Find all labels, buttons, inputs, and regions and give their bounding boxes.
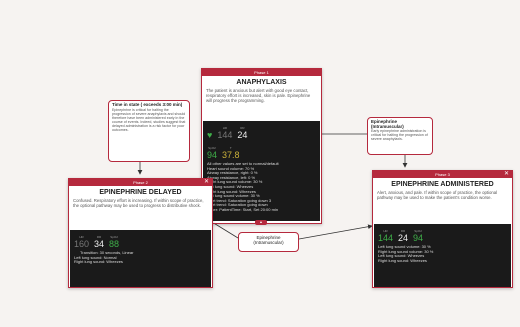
node-settings-list: Left lung sound volume: 30 % Right lung … <box>374 244 511 265</box>
note-epinephrine-im[interactable]: Epinephrine (Intramuscular) Early epinep… <box>367 117 433 155</box>
setting-line: Airway resistance, left: 0 % <box>207 174 256 180</box>
phase-label: Phase 3✕ <box>373 171 512 178</box>
note-title: Time in state ( exceeds 3:00 min) <box>112 102 183 107</box>
node-title: ANAPHYLAXIS <box>236 79 287 86</box>
node-description: The patient is anxious but alert with go… <box>206 88 311 103</box>
setting-line: Heart sound volume: 70 % <box>207 165 255 171</box>
setting-line: Left lung sound: Wheezes <box>207 183 254 189</box>
arrow-delayed-to-pill <box>211 221 239 239</box>
setting-line: Airway resistance, right: 0 % <box>207 170 258 176</box>
vital-heart-icon: ♥ <box>207 130 213 140</box>
setting-line: Left lung sound: Normal <box>74 254 117 260</box>
setting-line: All other values are set to normal/defau… <box>207 161 279 166</box>
setting-line: Left lung sound volume: 30 % <box>378 244 431 249</box>
close-icon[interactable]: ✕ <box>203 179 209 185</box>
phase-anaphylaxis-node[interactable]: Phase 1 ANAPHYLAXIS The patient is anxio… <box>201 68 322 224</box>
phase-epinephrine-administered-node[interactable]: Phase 3✕ EPINEPHRINE ADMINISTERED Alert,… <box>372 170 513 288</box>
node-description: Alert, anxious, and pale. If within scop… <box>377 190 498 200</box>
arrow-pill-to-administered <box>298 224 373 240</box>
setting-line: Left lung sound: Wheezes <box>378 253 425 259</box>
note-time-in-state[interactable]: Time in state ( exceeds 3:00 min) Epinep… <box>108 100 190 162</box>
node-settings-list: All other values are set to normal/defau… <box>203 161 320 215</box>
node-description: Confused. Respiratory effort is increasi… <box>73 198 204 208</box>
transition-label: Epinephrine (Intramuscular) <box>253 235 284 245</box>
setting-line: Left lung sound volume: 30 % <box>207 193 260 199</box>
note-body: Early epinephrine administration is crit… <box>371 129 428 142</box>
note-title: Epinephrine (Intramuscular) <box>371 119 404 129</box>
collapse-toggle-button[interactable]: ▲ <box>255 220 267 225</box>
phase-label: Phase 1 <box>202 69 321 76</box>
phase-epinephrine-delayed-node[interactable]: Phase 2✕ EPINEPHRINE DELAYED Confused. R… <box>68 178 213 288</box>
setting-line: Transition: 30 seconds, Linear <box>80 250 134 255</box>
setting-line: Right lung sound volume: 30 % <box>207 179 263 185</box>
setting-line: Right lung sound: Wheezes <box>207 188 256 194</box>
transition-epinephrine-im[interactable]: Epinephrine (Intramuscular) <box>238 232 299 252</box>
close-icon[interactable]: ✕ <box>503 171 509 177</box>
setting-line: Right lung sound volume: 30 % <box>378 248 434 254</box>
setting-line: Right lung sound: Wheezes <box>378 257 427 263</box>
setting-line: Timer: PatientTime: Start, Set 20:00 min <box>207 206 279 212</box>
setting-line: Start trend: Saturation going down 3 <box>207 197 272 203</box>
phase-label: Phase 2✕ <box>69 179 212 186</box>
setting-line: Right lung sound: Wheezes <box>74 259 123 265</box>
note-body: Epinephrine is critical for halting the … <box>112 107 186 133</box>
node-settings-list: Transition: 30 seconds, Linear Left lung… <box>70 250 211 267</box>
setting-line: Start trend: Saturation going down <box>207 202 268 208</box>
node-title: EPINEPHRINE DELAYED <box>99 189 182 196</box>
node-title: EPINEPHRINE ADMINISTERED <box>391 181 494 188</box>
